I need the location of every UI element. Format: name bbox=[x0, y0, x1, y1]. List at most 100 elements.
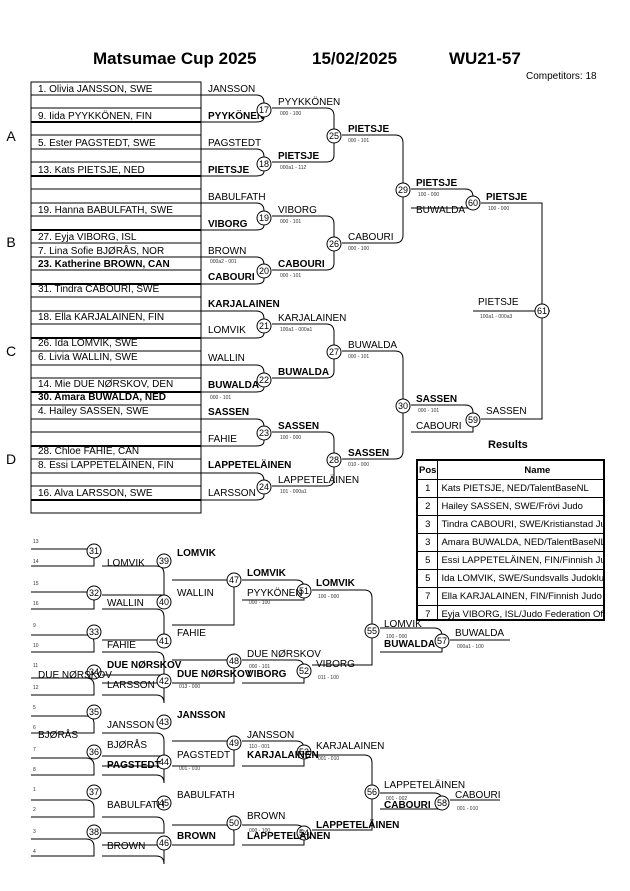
repechage-name: BROWN bbox=[107, 841, 145, 852]
bout-name: CABOURI bbox=[208, 272, 255, 283]
match-number-circle bbox=[156, 714, 172, 730]
results-competitor: Ella KARJALAINEN, FIN/Finnish Judo bbox=[437, 587, 603, 606]
repechage-name: WALLIN bbox=[177, 588, 214, 599]
match-number: 39 bbox=[159, 556, 169, 566]
seed-number: 15 bbox=[33, 581, 39, 587]
match-number: 20 bbox=[259, 266, 269, 276]
entry-name: 16. Alva LARSSON, SWE bbox=[38, 488, 153, 499]
entry-name: 27. Eyja VIBORG, ISL bbox=[38, 232, 137, 243]
results-pos: 7 bbox=[418, 605, 439, 619]
match-number-circle bbox=[256, 102, 272, 118]
competitors-count: Competitors: 18 bbox=[526, 71, 597, 82]
match-number: 47 bbox=[229, 575, 239, 585]
round2-name: BUWALDA bbox=[278, 367, 329, 378]
entry-name: 31. Tindra CABOURI, SWE bbox=[38, 284, 159, 295]
final-name: CABOURI bbox=[348, 232, 394, 243]
round2-name: LAPPETELÄINEN bbox=[278, 474, 359, 486]
seed-number: 8 bbox=[33, 767, 36, 773]
results-competitor: Ida LOMVIK, SWE/Sundsvalls Judoklubb bbox=[437, 569, 603, 588]
match-number: 31 bbox=[89, 546, 99, 556]
score-text: 101 - 000a1 bbox=[280, 489, 307, 495]
final-name: BUWALDA bbox=[416, 205, 465, 216]
seed-number: 11 bbox=[33, 663, 38, 669]
repechage-name: LOMVIK bbox=[316, 578, 356, 589]
repechage-name: CABOURI bbox=[455, 790, 501, 801]
match-number-circle bbox=[86, 824, 102, 840]
bout-name: LAPPETELÄINEN bbox=[208, 458, 291, 471]
match-number-circle bbox=[86, 664, 102, 680]
match-number-circle bbox=[364, 784, 380, 800]
entry-name: 5. Ester PAGSTEDT, SWE bbox=[38, 138, 156, 149]
match-number-circle bbox=[256, 425, 272, 441]
results-col-pos: Pos bbox=[418, 461, 439, 480]
score-text: 010 - 000 bbox=[348, 462, 369, 468]
seed-number: 1 bbox=[33, 787, 36, 793]
match-number: 42 bbox=[159, 676, 169, 686]
results-col-name: Name bbox=[437, 461, 603, 480]
match-number-circle bbox=[395, 182, 411, 198]
match-number-circle bbox=[256, 156, 272, 172]
match-number-circle bbox=[156, 594, 172, 610]
match-number-circle bbox=[156, 835, 172, 851]
results-pos: 5 bbox=[418, 569, 439, 588]
match-number: 59 bbox=[468, 415, 478, 425]
entry-name: 9. Iida PYYKKÖNEN, FIN bbox=[38, 110, 152, 122]
match-number: 29 bbox=[398, 185, 408, 195]
match-number: 61 bbox=[537, 306, 547, 316]
repechage-name: LOMVIK bbox=[247, 568, 287, 579]
category-title: WU21-57 bbox=[449, 49, 521, 68]
match-number: 33 bbox=[89, 627, 99, 637]
entry-name: 28. Chloe FAHIE, CAN bbox=[38, 446, 139, 457]
bout-name: LARSSON bbox=[208, 488, 256, 499]
repechage-name: BJØRÅS bbox=[107, 738, 147, 751]
entry-name: 7. Lina Sofie BJØRÅS, NOR bbox=[38, 244, 164, 257]
repechage-name: JANSSON bbox=[247, 730, 294, 741]
entry-name: 23. Katherine BROWN, CAN bbox=[38, 259, 170, 270]
match-number: 17 bbox=[259, 105, 269, 115]
entry-name: 19. Hanna BABULFATH, SWE bbox=[38, 205, 173, 216]
score-text: 000a2 - 001 bbox=[210, 259, 237, 265]
match-number: 35 bbox=[89, 707, 99, 717]
match-number-circle bbox=[465, 412, 481, 428]
match-number-circle bbox=[226, 653, 242, 669]
match-number-circle bbox=[256, 318, 272, 334]
match-number-circle bbox=[395, 398, 411, 414]
score-text: 011 - 100 bbox=[318, 675, 339, 681]
score-text: 000 - 100 bbox=[348, 246, 369, 252]
match-number: 53 bbox=[299, 747, 309, 757]
round2-name: KARJALAINEN bbox=[278, 313, 346, 324]
score-text: 100 - 000 bbox=[386, 634, 407, 640]
match-number-circle bbox=[256, 479, 272, 495]
match-number: 51 bbox=[299, 586, 309, 596]
entry-name: 18. Ella KARJALAINEN, FIN bbox=[38, 312, 164, 323]
score-text: 001 - 010 bbox=[457, 806, 478, 812]
match-number-circle bbox=[326, 452, 342, 468]
repechage-name: VIBORG bbox=[247, 669, 287, 680]
results-competitor: Essi LAPPETELÄINEN, FIN/Finnish Judo bbox=[437, 551, 603, 570]
seed-number: 12 bbox=[33, 685, 39, 691]
match-number: 19 bbox=[259, 213, 269, 223]
results-competitor: Eyja VIBORG, ISL/Judo Federation Of Icel… bbox=[437, 605, 603, 619]
entry-name: 26. Ida LOMVIK, SWE bbox=[38, 338, 138, 349]
results-competitor: Amara BUWALDA, NED/TalentBaseNL bbox=[437, 533, 603, 552]
match-number: 46 bbox=[159, 838, 169, 848]
match-number: 25 bbox=[329, 131, 339, 141]
seed-number: 9 bbox=[33, 623, 36, 629]
score-text: 013 - 000 bbox=[179, 684, 200, 690]
match-number: 30 bbox=[398, 401, 408, 411]
score-text: 100 - 000 bbox=[418, 192, 439, 198]
match-number-circle bbox=[434, 795, 450, 811]
seed-number: 4 bbox=[33, 849, 36, 855]
repechage-name: LAPPETELÄINEN bbox=[316, 818, 399, 831]
repechage-name: BROWN bbox=[177, 831, 216, 842]
repechage-name: BJØRÅS bbox=[38, 728, 78, 741]
match-number-circle bbox=[256, 372, 272, 388]
results-pos: 3 bbox=[418, 515, 439, 534]
match-number-circle bbox=[226, 815, 242, 831]
match-number: 18 bbox=[259, 159, 269, 169]
bout-name: SASSEN bbox=[208, 407, 249, 418]
match-number: 48 bbox=[229, 656, 239, 666]
